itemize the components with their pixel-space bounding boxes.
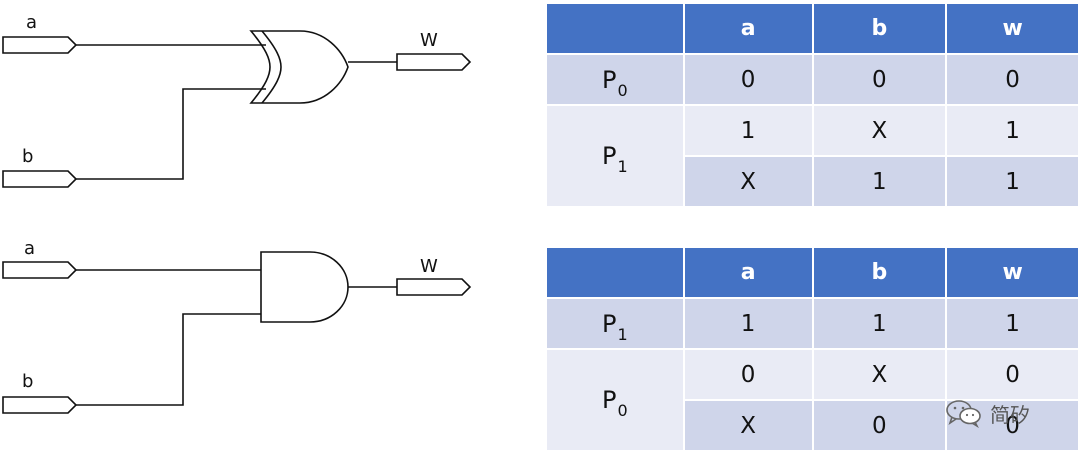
input-port-a-bottom bbox=[2, 261, 78, 279]
header-cell-b: b bbox=[811, 246, 948, 299]
header-cell-b: b bbox=[811, 2, 948, 55]
truth-table-top: a b w P0 0 0 0 P1 1 X 1 X 1 1 bbox=[545, 2, 1080, 208]
row-label: P0 bbox=[545, 348, 685, 452]
header-cell-a: a bbox=[682, 246, 814, 299]
table-row: P1 1 X 1 bbox=[545, 104, 1080, 208]
input-b-label-bottom: b bbox=[22, 371, 33, 392]
table-row: X 1 1 bbox=[546, 155, 1080, 208]
or-gate-inner-curve bbox=[261, 30, 282, 104]
cell: X bbox=[682, 155, 814, 208]
watermark: 简矽 bbox=[944, 398, 1030, 428]
cell: 1 bbox=[945, 297, 1080, 350]
output-label-bottom: W bbox=[420, 256, 438, 277]
header-cell-w: w bbox=[945, 2, 1080, 55]
header-cell-a: a bbox=[682, 2, 814, 55]
header-row: a b w bbox=[545, 2, 1080, 55]
wire-b-bottom bbox=[76, 313, 261, 406]
cell: X bbox=[811, 104, 948, 157]
cell: 0 bbox=[945, 399, 1080, 452]
cell: X bbox=[682, 399, 814, 452]
input-b-label-top: b bbox=[22, 146, 33, 167]
header-row: a b w bbox=[545, 246, 1080, 299]
or-gate bbox=[249, 30, 349, 104]
table-row: P0 0 X 0 bbox=[545, 348, 1080, 452]
output-label-top: W bbox=[420, 30, 438, 51]
input-a-label-top: a bbox=[26, 12, 37, 33]
cell: 0 bbox=[682, 348, 814, 401]
row-label: P1 bbox=[545, 297, 685, 350]
cell: 0 bbox=[945, 53, 1080, 106]
table-row: X 0 0 bbox=[546, 399, 1080, 452]
cell: 1 bbox=[945, 155, 1080, 208]
cell: 1 bbox=[945, 104, 1080, 157]
output-port-top bbox=[396, 53, 472, 71]
header-cell-w: w bbox=[945, 246, 1080, 299]
and-gate bbox=[260, 251, 349, 323]
cell: 1 bbox=[682, 104, 814, 157]
cell: 0 bbox=[682, 53, 814, 106]
cell: 0 bbox=[811, 399, 948, 452]
table-row: P0 0 0 0 bbox=[545, 53, 1080, 106]
cell: 1 bbox=[682, 297, 814, 350]
cell: 1 bbox=[811, 155, 948, 208]
wire-b-top bbox=[76, 88, 266, 180]
wechat-icon bbox=[946, 400, 981, 428]
cell: 1 bbox=[811, 297, 948, 350]
input-port-a-top bbox=[2, 36, 78, 54]
cell: X bbox=[811, 348, 948, 401]
circuit-diagrams: a b W a b W bbox=[2, 12, 472, 414]
input-a-label-bottom: a bbox=[24, 238, 35, 259]
table-row: P1 1 1 1 bbox=[545, 297, 1080, 350]
row-label: P0 bbox=[545, 53, 685, 106]
cell: 0 bbox=[811, 53, 948, 106]
output-port-bottom bbox=[396, 278, 472, 296]
input-port-b-top bbox=[2, 170, 78, 188]
cell: 0 bbox=[945, 348, 1080, 401]
truth-table-bottom: a b w P1 1 1 1 P0 0 X 0 X 0 0 bbox=[545, 246, 1080, 452]
header-cell bbox=[545, 246, 685, 299]
row-label: P1 bbox=[545, 104, 685, 208]
watermark-text: 简矽 bbox=[990, 404, 1030, 427]
header-cell bbox=[545, 2, 685, 55]
input-port-b-bottom bbox=[2, 396, 78, 414]
